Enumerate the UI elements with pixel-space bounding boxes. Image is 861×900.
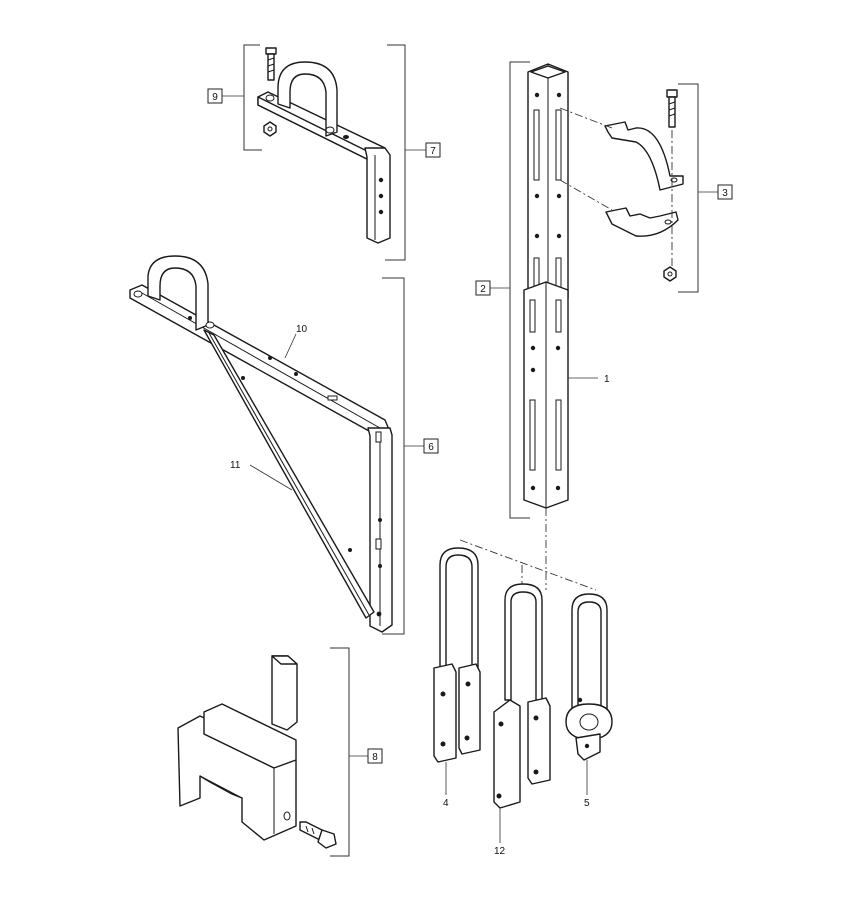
part-8-base-clamp bbox=[177, 655, 337, 849]
callout-9-text: 9 bbox=[212, 92, 218, 103]
callout-12: 12 bbox=[494, 846, 506, 857]
callout-5: 5 bbox=[584, 798, 590, 809]
part-4-double-strap bbox=[433, 547, 481, 763]
leader-lines bbox=[222, 95, 718, 843]
callout-6-text: 6 bbox=[428, 442, 434, 453]
callout-7-text: 7 bbox=[430, 146, 436, 157]
callout-2: 2 bbox=[475, 280, 491, 296]
callout-1: 1 bbox=[604, 374, 610, 385]
callout-10: 10 bbox=[296, 324, 308, 335]
group-brackets bbox=[243, 44, 699, 857]
part-12-offset-strap bbox=[493, 583, 551, 809]
part-1-lower-post bbox=[523, 281, 569, 509]
part-2-upper-post bbox=[527, 63, 569, 307]
callout-6: 6 bbox=[423, 438, 439, 454]
part-6-wall-bracket bbox=[129, 255, 393, 633]
callout-8: 8 bbox=[367, 748, 383, 764]
part-7-clamp-bracket bbox=[257, 47, 391, 244]
callout-8-text: 8 bbox=[372, 752, 378, 763]
callout-2-text: 2 bbox=[480, 284, 486, 295]
callout-3-text: 3 bbox=[722, 188, 728, 199]
assembly-lines bbox=[459, 107, 673, 591]
callout-7: 7 bbox=[425, 142, 441, 158]
callout-4: 4 bbox=[443, 798, 449, 809]
callout-9: 9 bbox=[207, 88, 223, 104]
bolt-9 bbox=[265, 47, 277, 81]
nut-9 bbox=[263, 121, 277, 137]
callout-11: 11 bbox=[230, 460, 241, 471]
part-5-ring-strap bbox=[565, 593, 613, 761]
part-3-pipe-clamp bbox=[604, 89, 684, 282]
callout-3: 3 bbox=[717, 184, 733, 200]
